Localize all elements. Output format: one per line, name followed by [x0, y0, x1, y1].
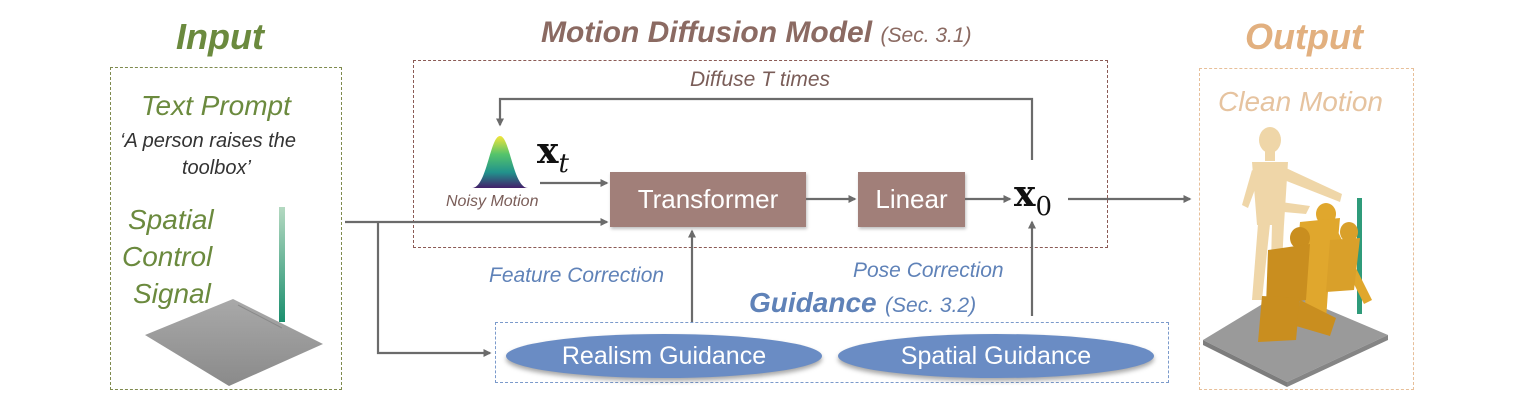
feature-correction-label: Feature Correction	[489, 264, 665, 287]
input-to-guidance-arrow	[376, 222, 492, 357]
x0-base: x	[1014, 173, 1036, 215]
output-title: Output	[1245, 16, 1363, 57]
clean-motion-label: Clean Motion	[1218, 86, 1383, 117]
input-panel	[110, 67, 342, 390]
noisy-label: Noisy Motion	[446, 193, 539, 210]
spatial-line3: Signal	[133, 278, 211, 309]
transformer-block: Transformer	[610, 172, 806, 227]
guidance-section-ref: (Sec. 3.2)	[885, 294, 977, 317]
model-panel	[413, 60, 1108, 248]
diffuse-loop-arrow	[496, 97, 1034, 160]
realism-guidance-pill: Realism Guidance	[506, 334, 822, 378]
guidance-title-row: Guidance (Sec. 3.2)	[749, 287, 976, 319]
guidance-title: Guidance	[749, 287, 877, 318]
linear-block: Linear	[858, 172, 965, 227]
clean-motion-illustration	[1203, 127, 1388, 387]
xt-symbol: xt	[537, 130, 569, 179]
model-title: Motion Diffusion Model	[541, 16, 873, 49]
text-prompt-line2: toolbox’	[182, 157, 251, 179]
noisy-motion-bell-curve	[472, 136, 528, 188]
pose-correction-label: Pose Correction	[853, 259, 1004, 282]
x0-symbol: x0	[1014, 173, 1052, 222]
model-section-ref: (Sec. 3.1)	[880, 24, 972, 47]
output-panel	[1199, 68, 1414, 390]
spatial-line1: Spatial	[128, 204, 214, 235]
xt-sub: t	[558, 149, 569, 179]
guidance-panel	[495, 322, 1169, 383]
text-prompt-line1: ‘A person raises the	[120, 130, 297, 152]
spatial-guidance-pill: Spatial Guidance	[838, 334, 1154, 378]
model-title-row: Motion Diffusion Model (Sec. 3.1)	[541, 16, 972, 50]
input-title: Input	[176, 16, 264, 57]
spatial-line2: Control	[122, 241, 213, 272]
text-prompt-label: Text Prompt	[141, 90, 291, 121]
xt-base: x	[537, 130, 559, 172]
spatial-control-illustration	[145, 207, 323, 386]
loop-label: Diffuse T times	[690, 68, 831, 91]
x0-sub: 0	[1035, 192, 1053, 222]
